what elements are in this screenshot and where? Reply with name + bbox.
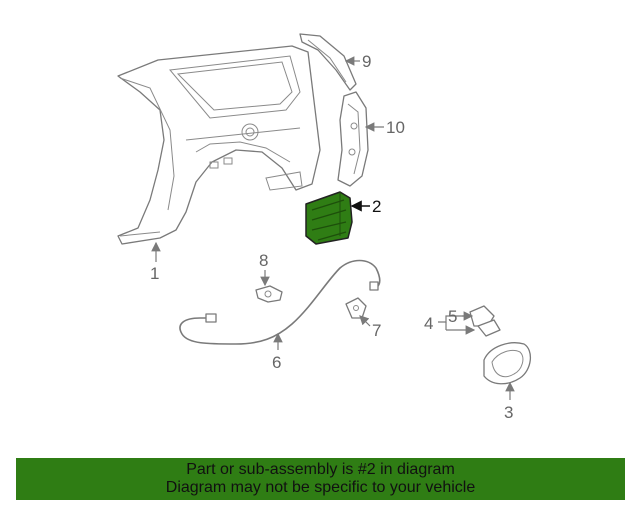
highlighted-part [305,191,353,245]
callout-6: 6 [272,353,281,372]
hinge-part-5 [469,305,501,337]
quarter-panel-part-1 [117,45,321,245]
parts-diagram: 1 2 3 4 5 6 7 8 9 10 [117,33,531,422]
leader-4 [438,315,466,323]
callout-4: 4 [424,314,433,333]
info-banner: Part or sub-assembly is #2 in diagram Di… [16,458,625,500]
inner-extension-part-10 [337,91,369,187]
callout-10: 10 [386,118,405,137]
banner-line-1: Part or sub-assembly is #2 in diagram [186,461,455,478]
banner-line-2: Diagram may not be specific to your vehi… [165,479,476,496]
leader-7 [359,315,371,327]
callout-1: 1 [150,264,159,283]
callout-9: 9 [362,52,371,71]
pillar-part-9 [299,33,357,91]
latch-part-8 [255,285,283,303]
release-cable-part-6 [179,259,381,345]
callout-2: 2 [372,197,381,216]
callout-7: 7 [372,321,381,340]
callout-8: 8 [259,251,268,270]
callout-3: 3 [504,403,513,422]
clip-part-7 [345,297,367,319]
callout-5: 5 [448,307,457,326]
fuel-door-housing-part-2 [305,191,353,245]
fuel-door-part-3 [483,342,531,385]
